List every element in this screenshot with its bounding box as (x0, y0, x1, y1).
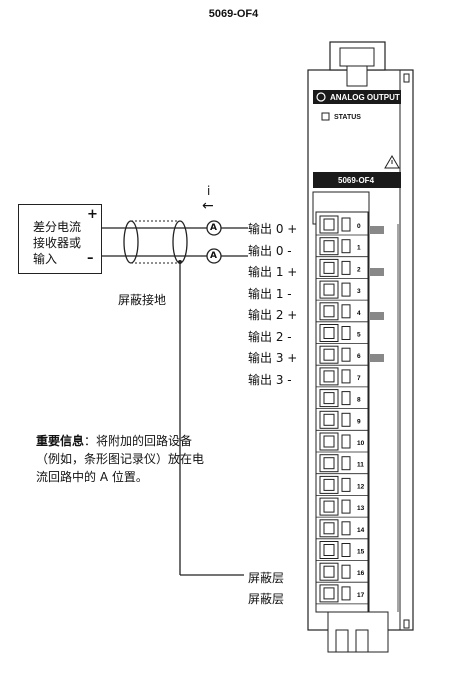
ammeter-label-2: A (210, 251, 217, 261)
terminal-release (341, 434, 351, 449)
terminal-label: 输出 1 + (248, 265, 298, 279)
terminal-label: 输出 0 + (248, 222, 298, 236)
terminal-socket (323, 392, 335, 405)
receiver-plus: + (87, 207, 98, 222)
terminal-socket (323, 478, 335, 491)
terminal-number: 14 (357, 527, 365, 534)
shield-layer-label: 屏蔽层 (248, 592, 285, 606)
terminal-number: 6 (357, 353, 361, 360)
terminal-release (341, 543, 351, 557)
terminal-release (341, 456, 351, 471)
terminal-release (341, 586, 351, 601)
terminal-release (341, 521, 351, 536)
terminal-number: 7 (357, 375, 361, 382)
terminal-socket (323, 587, 335, 600)
terminal-socket (323, 348, 335, 361)
shield-ground-label: 屏蔽接地 (118, 293, 167, 307)
terminal-socket (323, 413, 335, 426)
status-label: STATUS (334, 114, 361, 121)
terminal-number: 16 (357, 570, 365, 577)
terminal-number: 17 (357, 592, 365, 599)
module-catalog: 5069-OF4 (338, 176, 375, 185)
terminal-socket (323, 457, 335, 470)
current-arrow-icon: ← (202, 198, 214, 214)
terminal-number: 13 (357, 505, 365, 512)
terminal-label: 输出 2 - (248, 330, 292, 344)
receiver-line3: 输入 (33, 252, 58, 266)
module-header: ANALOG OUTPUT (330, 93, 400, 102)
terminal-release (341, 326, 351, 340)
terminal-release (341, 282, 351, 297)
terminal-release (341, 260, 351, 275)
terminal-number: 12 (357, 483, 365, 490)
terminal-socket (323, 565, 335, 578)
receiver-line2: 接收器或 (33, 236, 82, 250)
terminal-number: 8 (357, 397, 361, 404)
terminal-number: 15 (357, 549, 365, 556)
terminal-label: 输出 0 - (248, 244, 292, 258)
terminal-release (341, 304, 351, 319)
terminal-socket (323, 370, 335, 383)
receiver-line1: 差分电流 (33, 220, 82, 234)
terminal-release (341, 347, 351, 362)
terminal-socket (323, 305, 335, 318)
terminal-number: 4 (357, 310, 361, 317)
terminal-socket (323, 240, 335, 253)
ammeter-icon (206, 248, 222, 264)
diagram-title: 5069-OF4 (208, 8, 259, 20)
receiver-minus: – (87, 251, 94, 266)
terminal-number: 1 (357, 245, 361, 252)
terminal-number: 3 (357, 288, 361, 295)
current-label: i (207, 184, 211, 198)
terminal-socket (323, 500, 335, 513)
ammeter-label-1: A (210, 223, 217, 233)
terminal-label: 输出 3 + (248, 351, 298, 365)
receiver-box: 差分电流 接收器或 输入 (18, 204, 102, 274)
terminal-release (341, 391, 351, 406)
terminal-socket (323, 218, 335, 231)
terminal-number: 2 (357, 266, 361, 273)
terminal-socket (323, 544, 335, 556)
terminal-release (341, 239, 351, 254)
terminal-release (341, 499, 351, 514)
terminal-label: 输出 1 - (248, 287, 292, 301)
terminal-number: 11 (357, 462, 364, 469)
terminal-number: 10 (357, 440, 365, 447)
terminal-label: 输出 2 + (248, 308, 298, 322)
terminal-release (341, 564, 351, 579)
note-text: ：将附加的回路设备（例如，条形图记录仪）放在电流回路中的 A 位置。 (36, 434, 205, 484)
terminal-socket (323, 327, 335, 339)
shield-layer-label: 屏蔽层 (248, 571, 285, 585)
terminal-socket (323, 435, 335, 448)
terminal-label: 输出 3 - (248, 373, 292, 387)
terminal-release (341, 217, 351, 232)
important-note: 重要信息：将附加的回路设备（例如，条形图记录仪）放在电流回路中的 A 位置。 (36, 432, 206, 486)
terminal-socket (323, 261, 335, 274)
note-heading: 重要信息 (36, 434, 85, 448)
terminal-release (341, 369, 351, 384)
ammeter-icon (206, 220, 222, 236)
terminal-release (341, 477, 351, 492)
terminal-number: 5 (357, 332, 361, 339)
terminal-socket (323, 283, 335, 296)
terminal-number: 0 (357, 223, 361, 230)
terminal-release (341, 412, 351, 427)
terminal-number: 9 (357, 418, 361, 425)
terminal-socket (323, 522, 335, 535)
